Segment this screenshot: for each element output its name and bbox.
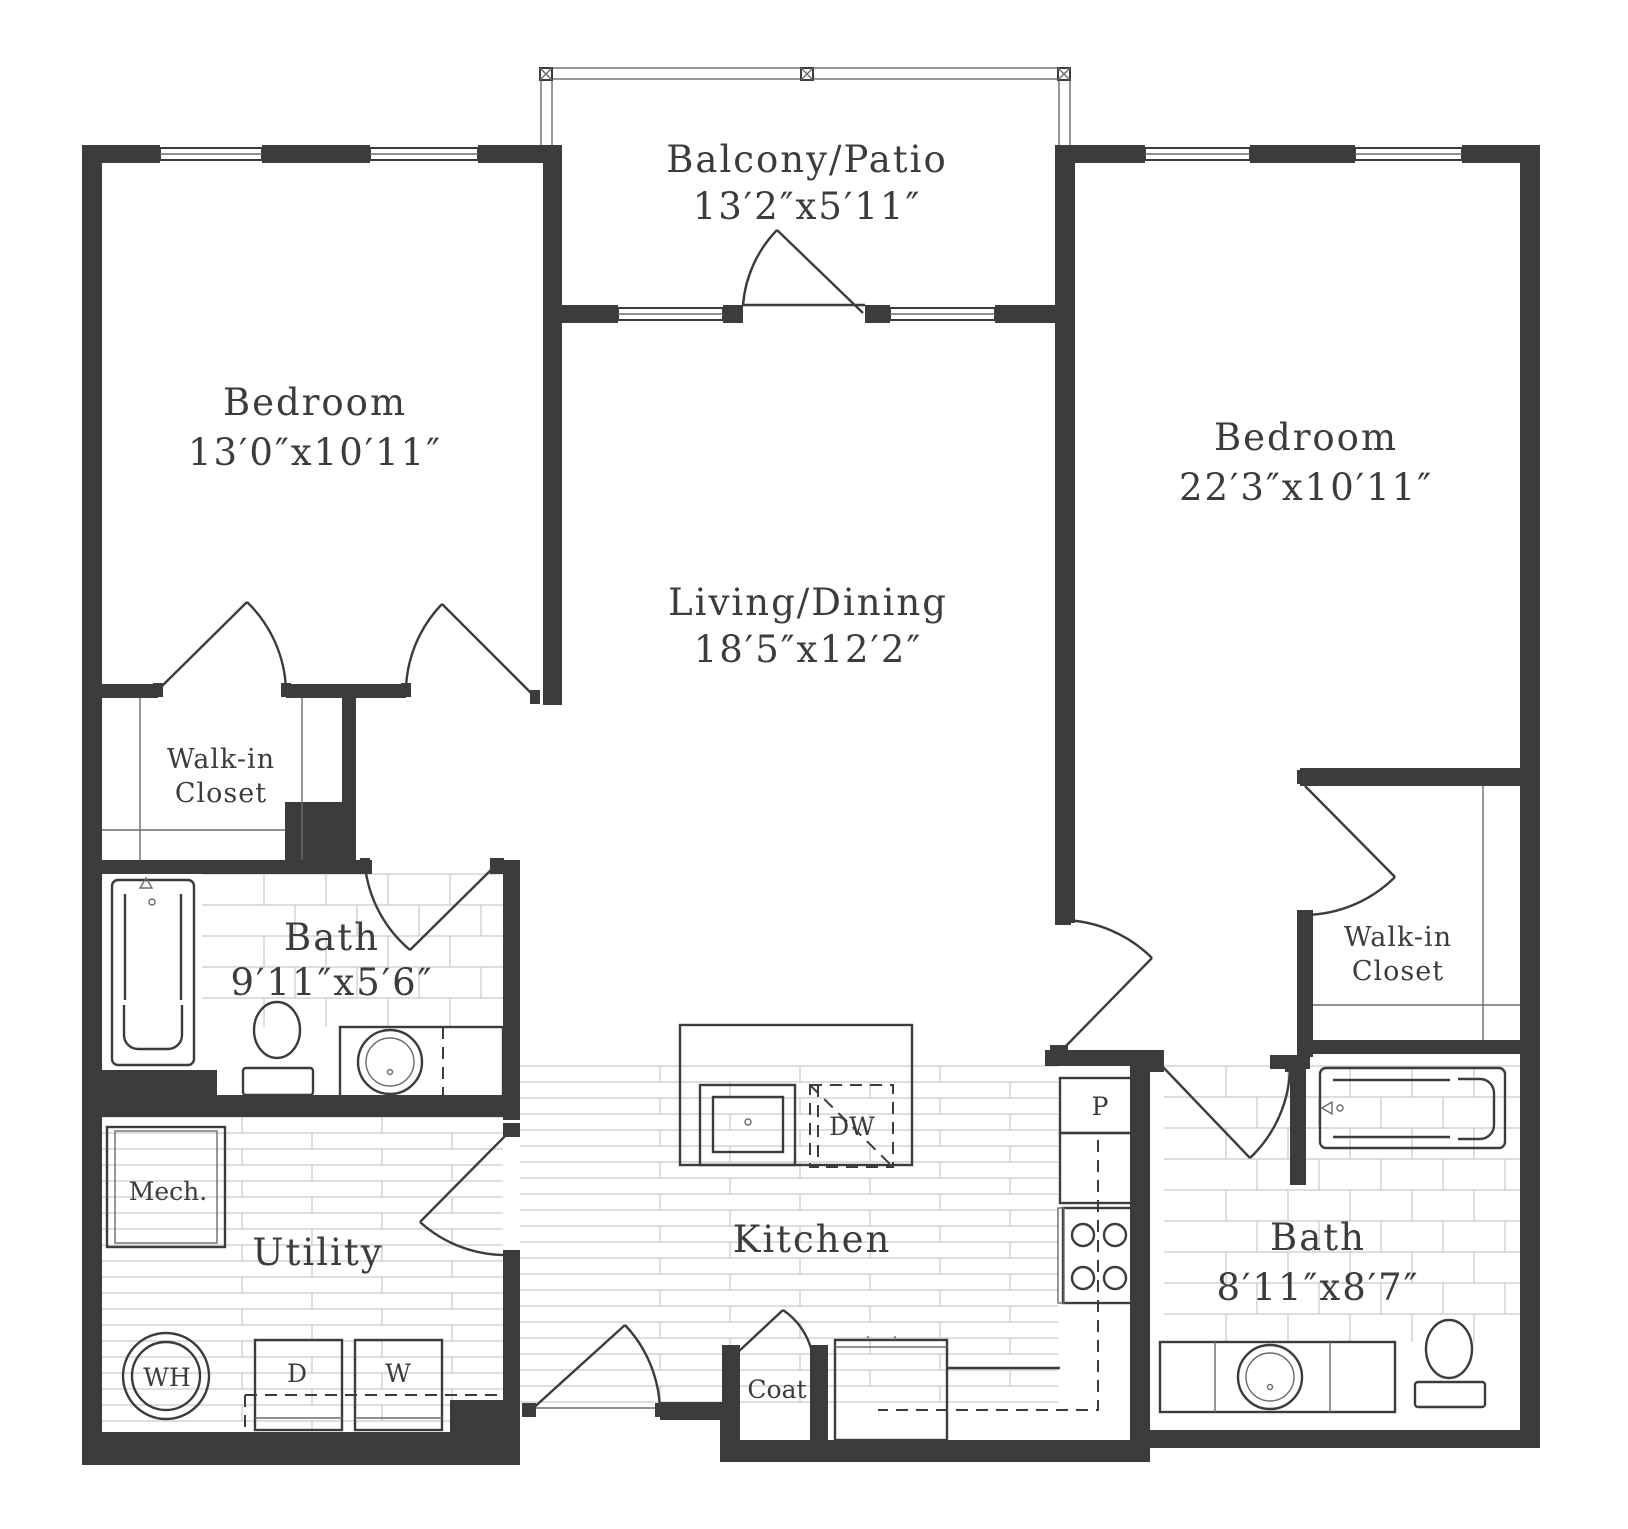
pantry-label: P	[1092, 1092, 1109, 1121]
left-bath-fixtures	[110, 876, 505, 1099]
closet-left-line1: Walk-in	[167, 744, 275, 775]
bedroom-left-size: 13′0″x10′11″	[188, 431, 442, 474]
bath-left-size: 9′11″x5′6″	[230, 961, 433, 1004]
bedroom-left-name: Bedroom	[223, 381, 407, 424]
bedroom-right-name: Bedroom	[1214, 416, 1398, 459]
balcony-railing	[539, 67, 1071, 148]
bath-left-name: Bath	[284, 916, 380, 959]
mech-label: Mech.	[129, 1177, 207, 1206]
bath-right-name: Bath	[1270, 1216, 1366, 1259]
closet-shelves	[102, 698, 1520, 1040]
room-labels: Balcony/Patio 13′2″x5′11″ Bedroom 13′0″x…	[167, 138, 1452, 1309]
utility-name: Utility	[252, 1231, 383, 1274]
closet-left-line2: Closet	[175, 778, 267, 809]
washer-label: W	[385, 1359, 411, 1388]
kitchen-fixtures	[678, 1023, 1140, 1442]
walls	[82, 145, 1540, 1465]
right-bath-fixtures	[1158, 1066, 1507, 1414]
kitchen-tiles	[520, 1065, 1058, 1403]
doors	[153, 229, 1396, 1417]
balcony-name: Balcony/Patio	[666, 138, 948, 181]
dishwasher-label: DW	[829, 1112, 875, 1141]
balcony-size: 13′2″x5′11″	[693, 185, 922, 228]
windows	[159, 147, 1463, 321]
water-heater-label: WH	[143, 1363, 191, 1392]
kitchen-name: Kitchen	[733, 1218, 892, 1261]
closet-right-line2: Closet	[1352, 956, 1444, 987]
coat-label: Coat	[747, 1375, 806, 1404]
bedroom-right-size: 22′3″x10′11″	[1179, 466, 1433, 509]
utility-fixtures	[105, 1125, 503, 1432]
bath-right-tiles	[1164, 1065, 1520, 1342]
dryer-label: D	[287, 1359, 307, 1388]
bath-right-size: 8′11″x8′7″	[1216, 1266, 1419, 1309]
living-name: Living/Dining	[668, 581, 948, 624]
fixture-labels: Mech. WH D W Coat P DW	[129, 1092, 1109, 1404]
closet-right-line1: Walk-in	[1344, 922, 1452, 953]
living-size: 18′5″x12′2″	[694, 628, 923, 671]
